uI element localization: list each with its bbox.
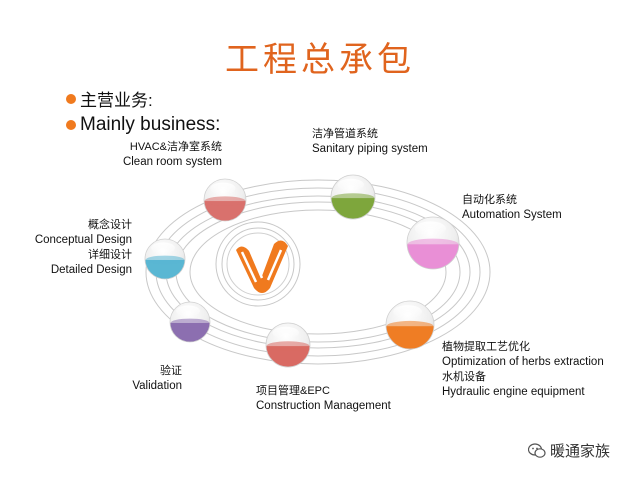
label-hvac-cn: HVAC&洁净室系统 xyxy=(129,141,222,153)
label-automation-cn: 自动化系统 xyxy=(462,194,517,206)
label-validation-cn: 验证 xyxy=(160,365,182,377)
label-sanitary: 洁净管道系统 Sanitary piping system xyxy=(312,127,428,157)
label-validation-en: Validation xyxy=(132,380,182,392)
label-hvac: HVAC&洁净室系统 Clean room system xyxy=(120,140,222,170)
label-sanitary-en: Sanitary piping system xyxy=(312,143,428,155)
sphere-herbs xyxy=(385,300,435,350)
label-design-en: Conceptual Design xyxy=(34,234,132,246)
label-herbs: 植物提取工艺优化 Optimization of herbs extractio… xyxy=(442,340,604,400)
wechat-icon xyxy=(528,442,546,458)
center-logo xyxy=(226,232,290,296)
orbit-ring xyxy=(145,179,491,365)
bullet-main-business-cn: 主营业务: xyxy=(66,86,153,111)
label-hvac-en: Clean room system xyxy=(122,156,222,168)
inner-ring xyxy=(215,221,301,307)
sphere-validation xyxy=(169,301,211,343)
label-herbs-cn: 植物提取工艺优化 xyxy=(442,341,530,353)
sphere-epc xyxy=(265,322,311,368)
label-epc-en: Construction Management xyxy=(256,400,391,412)
label-herbs-en: Optimization of herbs extraction xyxy=(442,356,604,368)
company-logo-icon xyxy=(236,240,288,293)
orbit-ring xyxy=(189,209,447,335)
bullet-main-business-en: Mainly business: xyxy=(66,114,220,136)
inner-ring xyxy=(221,227,295,301)
page-title: 工程总承包 xyxy=(225,40,415,80)
bullet-text: 主营业务: xyxy=(80,91,153,110)
bullet-dot-icon xyxy=(66,120,76,130)
watermark-text: 暖通家族 xyxy=(550,443,611,460)
sphere-sanitary xyxy=(330,174,376,220)
label-automation: 自动化系统 Automation System xyxy=(462,193,562,223)
label-sanitary-cn: 洁净管道系统 xyxy=(312,128,378,140)
sphere-automation xyxy=(406,216,460,270)
sphere-hvac xyxy=(203,178,247,222)
sphere-design xyxy=(144,238,186,280)
bullet-text: Mainly business: xyxy=(80,114,221,135)
bullet-dot-icon xyxy=(66,93,76,104)
label-epc-cn: 项目管理&EPC xyxy=(256,385,330,397)
label-herbs-cn2: 水机设备 xyxy=(442,371,486,383)
wechat-watermark: 暖通家族 xyxy=(528,440,610,461)
label-herbs-en2: Hydraulic engine equipment xyxy=(442,386,585,398)
label-epc: 项目管理&EPC Construction Management xyxy=(256,384,391,414)
label-design-en2: Detailed Design xyxy=(50,264,132,276)
label-automation-en: Automation System xyxy=(462,209,562,221)
label-design: 概念设计 Conceptual Design 详细设计 Detailed Des… xyxy=(20,218,132,278)
label-design-cn2: 详细设计 xyxy=(88,249,132,261)
label-design-cn: 概念设计 xyxy=(88,219,132,231)
label-validation: 验证 Validation xyxy=(100,364,182,394)
